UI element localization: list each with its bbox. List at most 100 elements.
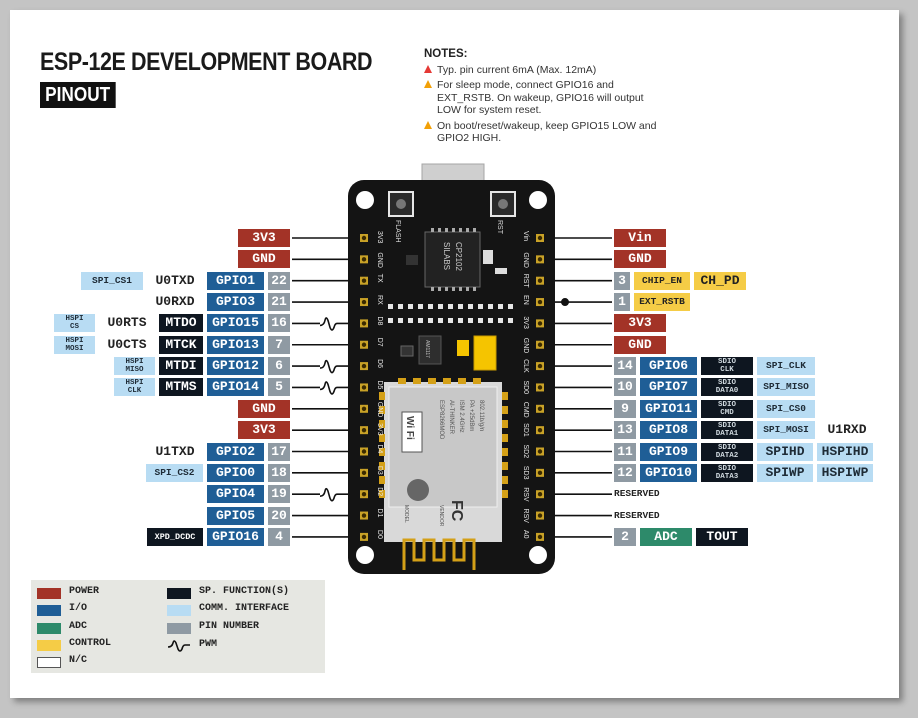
pin-label-gpio7: GPIO7 [640,378,697,397]
legend-label: N/C [69,655,88,666]
pin-label-sdio-data1: SDIO DATA1 [701,421,753,440]
pin-label-xpd-dcdc: XPD_DCDC [147,527,203,546]
pin-label-chip-en: CHIP_EN [634,271,690,290]
pin-label-tout: TOUT [696,527,748,546]
note-text: For sleep mode, connect GPIO16 and EXT_R… [437,79,644,116]
notes-heading: NOTES: [424,48,468,60]
pin-label-18: 18 [268,463,290,482]
legend-swatch [167,588,191,599]
pin-label-3v3: 3V3 [238,421,290,440]
legend-label: PIN NUMBER [199,621,260,632]
pin-label-u1rxd: U1RXD [827,422,867,438]
pin-label-u0cts: U0CTS [107,336,147,352]
pin-label-4: 4 [268,527,290,546]
pin-label-19: 19 [268,485,290,504]
note-item: On boot/reset/wakeup, keep GPIO15 LOW an… [424,120,664,145]
pin-label-gpio14: GPIO14 [207,378,264,397]
warning-icon [424,80,432,88]
pin-label-spi-cs2: SPI_CS2 [146,463,203,482]
legend-swatch [37,640,61,651]
pin-label-gpio11: GPIO11 [640,399,697,418]
note-text: Typ. pin current 6mA (Max. 12mA) [437,63,597,76]
pin-label-reserved: RESERVED [614,509,660,521]
pin-label-gpio8: GPIO8 [640,421,697,440]
pin-label-gpio0: GPIO0 [207,463,264,482]
pin-label-9: 9 [614,399,636,418]
warning-icon [424,120,432,129]
legend-swatch [37,657,61,668]
legend-label: POWER [69,586,100,597]
pin-label-spi-cs1: SPI_CS1 [81,271,143,290]
note-text: On boot/reset/wakeup, keep GPIO15 LOW an… [437,119,657,145]
pin-label-gpio3: GPIO3 [207,293,264,312]
page-subtitle: PINOUT [40,82,116,108]
pin-label-u0txd: U0TXD [155,272,195,288]
legend-swatch [37,623,61,634]
pin-label-12: 12 [614,463,636,482]
pin-label-gpio2: GPIO2 [207,442,264,461]
pwm-icon [167,640,190,652]
pin-label-spihd: SPIHD [757,442,813,461]
pin-label-14: 14 [614,357,636,376]
pin-label-11: 11 [614,442,636,461]
pin-label-u1txd: U1TXD [155,443,195,459]
pin-label-spiwp: SPIWP [757,463,813,482]
pin-label-17: 17 [268,442,290,461]
warning-icon [424,64,432,73]
pin-label-gnd: GND [614,335,666,354]
pin-label-hspi-miso: HSPI MISO [114,357,155,376]
pin-label-mtdo: MTDO [159,314,203,333]
pin-label-gpio13: GPIO13 [207,335,264,354]
pin-label-spi-clk: SPI_CLK [757,357,815,376]
pin-label-gnd: GND [238,250,290,269]
pin-label-3: 3 [614,271,630,290]
pin-label-21: 21 [268,293,290,312]
pin-label-3v3: 3V3 [238,229,290,247]
pin-label-spi-cs0: SPI_CS0 [757,399,815,418]
pin-label-u0rts: U0RTS [107,315,147,331]
pin-label-gpio12: GPIO12 [207,357,264,376]
pin-label-22: 22 [268,271,290,290]
pin-label-spi-mosi: SPI_MOSI [757,421,815,440]
legend-label: PWM [199,639,218,650]
legend-label: COMM. INTERFACE [199,603,290,614]
pin-label-vin: Vin [614,229,666,247]
pin-label-mtdi: MTDI [159,357,203,376]
pin-label-gpio9: GPIO9 [640,442,697,461]
pin-label-hspihd: HSPIHD [817,442,873,461]
pin-label-u0rxd: U0RXD [155,294,195,310]
pin-label-gpio6: GPIO6 [640,357,697,376]
pin-label-mtck: MTCK [159,335,203,354]
pin-label-sdio-data0: SDIO DATA0 [701,378,753,397]
legend-swatch [167,623,191,634]
pin-label-13: 13 [614,421,636,440]
pin-label-16: 16 [268,314,290,333]
pin-label-3v3: 3V3 [614,314,666,333]
legend-label: I/O [69,603,88,614]
pin-label-gpio1: GPIO1 [207,271,264,290]
pin-label-ext-rstb: EXT_RSTB [634,293,690,312]
legend-swatch [167,605,191,616]
notes-panel: NOTES: Typ. pin current 6mA (Max. 12mA) … [424,48,664,148]
pin-label-mtms: MTMS [159,378,203,397]
pin-label-gpio5: GPIO5 [207,506,264,525]
legend-swatch [37,605,61,616]
note-item: For sleep mode, connect GPIO16 and EXT_R… [424,79,664,117]
pin-label-hspiwp: HSPIWP [817,463,873,482]
pin-label-5: 5 [268,378,290,397]
pin-label-sdio-cmd: SDIO CMD [701,399,753,418]
pin-label-gpio16: GPIO16 [207,527,264,546]
pin-label-1: 1 [614,293,630,312]
pin-label-sdio-data3: SDIO DATA3 [701,463,753,482]
pin-label-gpio10: GPIO10 [640,463,697,482]
legend-label: ADC [69,621,88,632]
pin-label-10: 10 [614,378,636,397]
pin-label-sdio-data2: SDIO DATA2 [701,442,753,461]
legend-label: CONTROL [69,638,112,649]
pin-label-hspi-clk: HSPI CLK [114,378,155,397]
pin-label-20: 20 [268,506,290,525]
pin-label-hspi-mosi: HSPI MOSI [54,335,95,354]
pin-label-7: 7 [268,335,290,354]
pin-label-ch-pd: CH_PD [694,271,746,290]
pin-label-sdio-clk: SDIO CLK [701,357,753,376]
